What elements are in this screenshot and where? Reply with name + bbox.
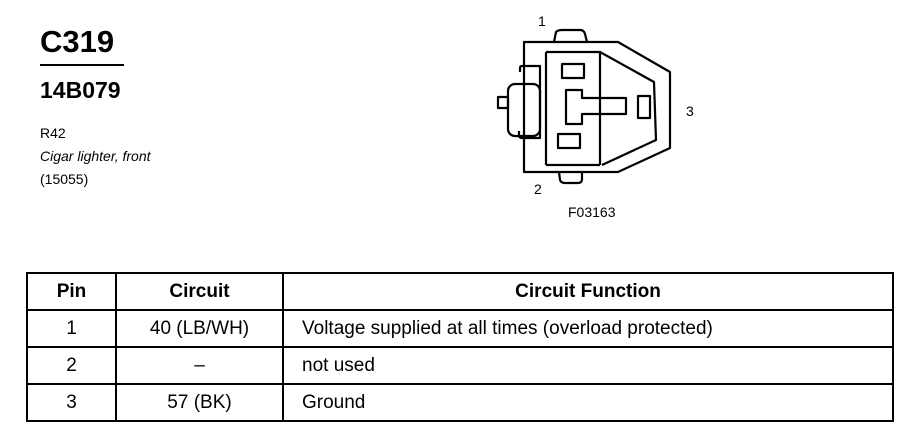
part-number: 14B079 bbox=[40, 77, 121, 103]
inner-taper bbox=[599, 51, 658, 166]
bottom-latch-tab bbox=[557, 171, 584, 185]
pin-label-2: 2 bbox=[534, 181, 542, 197]
center-key bbox=[564, 88, 628, 126]
pin-label-1: 1 bbox=[538, 13, 546, 29]
ref-code: R42 bbox=[40, 125, 66, 141]
left-lock-nub bbox=[496, 95, 510, 110]
cavity-pin2 bbox=[556, 132, 582, 150]
cell-pin: 3 bbox=[26, 383, 117, 422]
table-row: 3 57 (BK) Ground bbox=[26, 383, 894, 422]
figure-id: F03163 bbox=[568, 204, 616, 220]
table-row: 1 40 (LB/WH) Voltage supplied at all tim… bbox=[26, 309, 894, 348]
cavity-pin3 bbox=[636, 94, 652, 120]
table-header-row: Pin Circuit Circuit Function bbox=[26, 272, 894, 311]
component-description: Cigar lighter, front bbox=[40, 148, 151, 164]
cell-circuit: 57 (BK) bbox=[115, 383, 284, 422]
cell-pin: 1 bbox=[26, 309, 117, 348]
cell-circuit: 40 (LB/WH) bbox=[115, 309, 284, 348]
header-circuit-function: Circuit Function bbox=[282, 272, 894, 311]
housing-outline bbox=[522, 40, 672, 174]
header-circuit: Circuit bbox=[115, 272, 284, 311]
cell-function: not used bbox=[282, 346, 894, 385]
pin-label-3: 3 bbox=[686, 103, 694, 119]
cell-function: Voltage supplied at all times (overload … bbox=[282, 309, 894, 348]
pinout-table: Pin Circuit Circuit Function 1 40 (LB/WH… bbox=[26, 272, 894, 422]
component-number: (15055) bbox=[40, 171, 89, 187]
connector-face-diagram: 1 3 2 bbox=[480, 0, 720, 230]
top-latch-tab bbox=[552, 28, 589, 43]
header-pin: Pin bbox=[26, 272, 117, 311]
cell-pin: 2 bbox=[26, 346, 117, 385]
cell-circuit: – bbox=[115, 346, 284, 385]
table-row: 2 – not used bbox=[26, 346, 894, 385]
connector-id: C319 bbox=[40, 24, 115, 59]
connector-id-underline bbox=[40, 64, 124, 66]
cavity-pin1 bbox=[560, 62, 586, 80]
cell-function: Ground bbox=[282, 383, 894, 422]
left-lock-block bbox=[517, 64, 542, 140]
